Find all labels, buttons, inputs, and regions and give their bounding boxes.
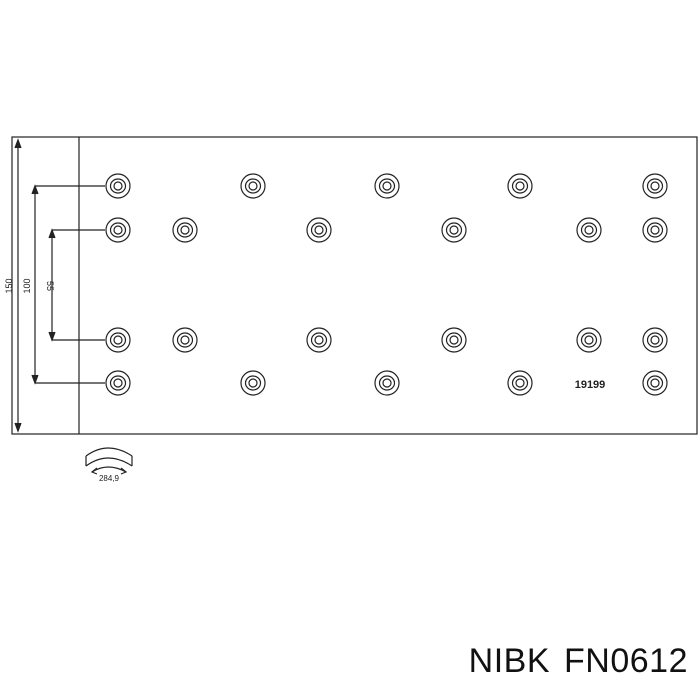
rivet-hole — [507, 173, 533, 199]
rivet-hole — [105, 370, 131, 396]
rivet-hole — [642, 327, 668, 353]
rivet-hole — [240, 173, 266, 199]
rivet-hole — [240, 370, 266, 396]
dim-label-150: 150 — [4, 278, 14, 293]
part-number: FN0612 — [564, 642, 688, 680]
part-marking: 19199 — [575, 379, 606, 391]
dimension-150 — [14, 138, 22, 433]
rivet-hole — [642, 173, 668, 199]
rivet-hole — [642, 370, 668, 396]
rivet-hole — [306, 217, 332, 243]
arc-length-label: 284,9 — [99, 474, 120, 483]
rivet-hole — [441, 327, 467, 353]
rivet-hole — [374, 173, 400, 199]
dim-label-55: 55 — [45, 281, 55, 291]
rivet-hole — [576, 217, 602, 243]
rivet-hole — [105, 173, 131, 199]
rivet-hole — [507, 370, 533, 396]
rivet-hole — [441, 217, 467, 243]
rivet-holes — [105, 173, 668, 396]
rivet-hole — [576, 327, 602, 353]
rivet-hole — [306, 327, 332, 353]
rivet-hole — [172, 217, 198, 243]
dim-label-100: 100 — [22, 278, 32, 293]
dimension-55 — [48, 228, 105, 342]
rivet-hole — [172, 327, 198, 353]
rivet-hole — [105, 327, 131, 353]
rivet-hole — [105, 217, 131, 243]
dimension-100 — [31, 184, 105, 385]
arc-length-icon — [85, 447, 133, 475]
brand-name: NIBK — [468, 642, 551, 680]
rivet-hole — [374, 370, 400, 396]
lining-outline — [11, 136, 698, 435]
product-caption: NIBK FN0612 — [469, 642, 688, 681]
rivet-hole — [642, 217, 668, 243]
